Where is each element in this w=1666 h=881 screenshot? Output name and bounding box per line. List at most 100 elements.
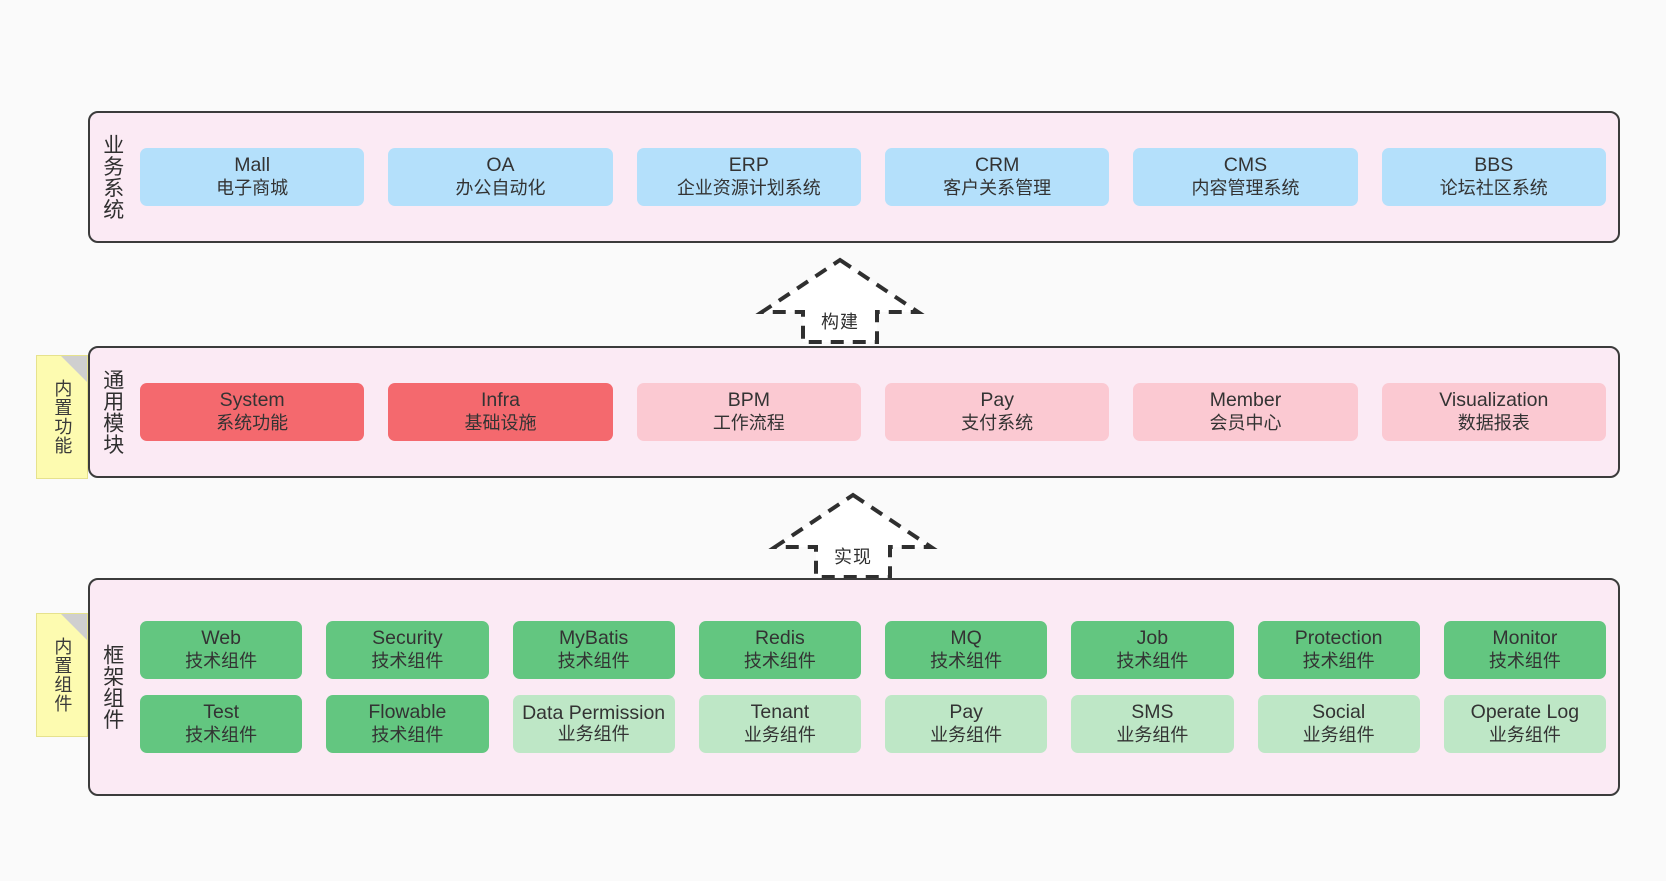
module-title: Test [203, 701, 239, 723]
module-card-mall[interactable]: Mall 电子商城 [140, 148, 365, 206]
module-title: Tenant [750, 701, 810, 723]
sticky-note-builtin-components: 内置组件 [36, 613, 88, 737]
module-subtitle: 技术组件 [930, 651, 1003, 672]
module-title: Redis [754, 627, 805, 650]
layer-title-business-systems: 业务系统 [100, 134, 124, 220]
module-card-bbs[interactable]: BBS 论坛社区系统 [1381, 148, 1606, 206]
module-title: Pay [980, 389, 1014, 412]
module-subtitle: 论坛社区系统 [1439, 177, 1548, 198]
module-title: Monitor [1492, 627, 1558, 650]
layer-business-systems: 业务系统 Mall 电子商城 OA 办公自动化 ERP 企业资源计划系统 CRM… [88, 111, 1620, 243]
card-row: System 系统功能 Infra 基础设施 BPM 工作流程 Pay 支付系统… [140, 383, 1606, 441]
layer-body-framework-components: Web 技术组件 Security 技术组件 MyBatis 技术组件 Redi… [134, 580, 1618, 794]
module-subtitle: 支付系统 [961, 412, 1034, 433]
module-card-oa[interactable]: OA 办公自动化 [388, 148, 613, 206]
module-card-test[interactable]: Test 技术组件 [140, 695, 303, 753]
module-subtitle: 技术组件 [371, 724, 444, 745]
module-subtitle: 企业资源计划系统 [676, 177, 821, 198]
module-subtitle: 内容管理系统 [1191, 177, 1300, 198]
module-card-operate-log[interactable]: Operate Log 业务组件 [1443, 695, 1606, 753]
sticky-note-label: 内置功能 [52, 379, 73, 455]
module-title: Infra [480, 389, 520, 412]
module-subtitle: 技术组件 [743, 651, 816, 672]
module-title: MQ [950, 627, 982, 650]
module-title: BPM [727, 389, 770, 412]
arrow-up-dashed-icon [768, 492, 938, 579]
arrow-up-dashed-icon [755, 257, 925, 344]
arrow-implement: 实现 [768, 487, 938, 583]
module-card-mybatis[interactable]: MyBatis 技术组件 [512, 621, 675, 679]
module-title: Data Permission [522, 701, 666, 724]
module-subtitle: 技术组件 [1302, 651, 1375, 672]
module-subtitle: 会员中心 [1209, 412, 1282, 433]
module-subtitle: 技术组件 [1488, 651, 1561, 672]
module-title: SMS [1131, 701, 1174, 723]
module-subtitle: 基础设施 [464, 412, 537, 433]
module-card-erp[interactable]: ERP 企业资源计划系统 [636, 148, 861, 206]
module-card-web[interactable]: Web 技术组件 [140, 621, 303, 679]
module-subtitle: 业务组件 [1302, 724, 1375, 745]
module-subtitle: 技术组件 [557, 651, 630, 672]
module-card-mq[interactable]: MQ 技术组件 [885, 621, 1048, 679]
module-title: Visualization [1439, 389, 1549, 412]
module-card-flowable[interactable]: Flowable 技术组件 [326, 695, 489, 753]
module-title: Job [1136, 627, 1169, 650]
module-title: Flowable [368, 701, 447, 723]
module-card-member[interactable]: Member 会员中心 [1133, 383, 1358, 441]
module-title: Social [1312, 701, 1366, 723]
module-title: Web [201, 627, 241, 650]
module-subtitle: 技术组件 [185, 724, 258, 745]
module-subtitle: 技术组件 [1116, 651, 1189, 672]
module-subtitle: 业务组件 [1488, 724, 1561, 745]
module-card-bpm[interactable]: BPM 工作流程 [636, 383, 861, 441]
module-subtitle: 业务组件 [1116, 724, 1189, 745]
module-subtitle: 系统功能 [216, 412, 289, 433]
module-title: Pay [949, 701, 983, 723]
module-title: ERP [728, 154, 769, 177]
module-card-cms[interactable]: CMS 内容管理系统 [1133, 148, 1358, 206]
layer-title-framework-components: 框架组件 [100, 644, 124, 730]
arrow-label-build: 构建 [821, 312, 859, 332]
module-subtitle: 办公自动化 [455, 177, 546, 198]
module-subtitle: 业务组件 [557, 724, 630, 745]
module-card-visualization[interactable]: Visualization 数据报表 [1381, 383, 1606, 441]
card-row: Web 技术组件 Security 技术组件 MyBatis 技术组件 Redi… [140, 621, 1606, 679]
module-card-data-permission[interactable]: Data Permission 业务组件 [512, 695, 675, 753]
layer-body-common-modules: System 系统功能 Infra 基础设施 BPM 工作流程 Pay 支付系统… [134, 348, 1618, 476]
layer-body-business-systems: Mall 电子商城 OA 办公自动化 ERP 企业资源计划系统 CRM 客户关系… [134, 113, 1618, 241]
card-row: Test 技术组件 Flowable 技术组件 Data Permission … [140, 695, 1606, 753]
module-title: MyBatis [558, 627, 629, 650]
module-title: CRM [974, 154, 1020, 177]
module-subtitle: 客户关系管理 [943, 177, 1052, 198]
module-card-sms[interactable]: SMS 业务组件 [1071, 695, 1234, 753]
module-subtitle: 工作流程 [712, 412, 785, 433]
layer-title-common-modules: 通用模块 [100, 369, 124, 455]
folded-corner-icon [61, 614, 87, 640]
module-title: CMS [1223, 154, 1268, 177]
layer-framework-components: 框架组件 Web 技术组件 Security 技术组件 MyBatis 技术组件… [88, 578, 1620, 796]
module-title: Mall [234, 154, 271, 177]
module-title: System [219, 389, 285, 412]
module-card-tenant[interactable]: Tenant 业务组件 [698, 695, 861, 753]
module-card-monitor[interactable]: Monitor 技术组件 [1443, 621, 1606, 679]
module-subtitle: 数据报表 [1457, 412, 1530, 433]
module-card-social[interactable]: Social 业务组件 [1257, 695, 1420, 753]
module-card-infra[interactable]: Infra 基础设施 [388, 383, 613, 441]
card-row: Mall 电子商城 OA 办公自动化 ERP 企业资源计划系统 CRM 客户关系… [140, 148, 1606, 206]
module-title: OA [486, 154, 515, 177]
module-title: Security [372, 627, 443, 650]
module-card-job[interactable]: Job 技术组件 [1071, 621, 1234, 679]
module-subtitle: 技术组件 [371, 651, 444, 672]
module-title: Operate Log [1470, 701, 1580, 723]
module-card-crm[interactable]: CRM 客户关系管理 [884, 148, 1110, 206]
module-card-system[interactable]: System 系统功能 [140, 383, 365, 441]
module-card-protection[interactable]: Protection 技术组件 [1257, 621, 1420, 679]
module-card-security[interactable]: Security 技术组件 [326, 621, 489, 679]
module-subtitle: 业务组件 [743, 724, 816, 745]
module-card-pay[interactable]: Pay 业务组件 [885, 695, 1048, 753]
sticky-note-label: 内置组件 [52, 637, 73, 713]
module-card-pay[interactable]: Pay 支付系统 [884, 383, 1110, 441]
module-card-redis[interactable]: Redis 技术组件 [698, 621, 861, 679]
module-title: BBS [1474, 154, 1514, 177]
